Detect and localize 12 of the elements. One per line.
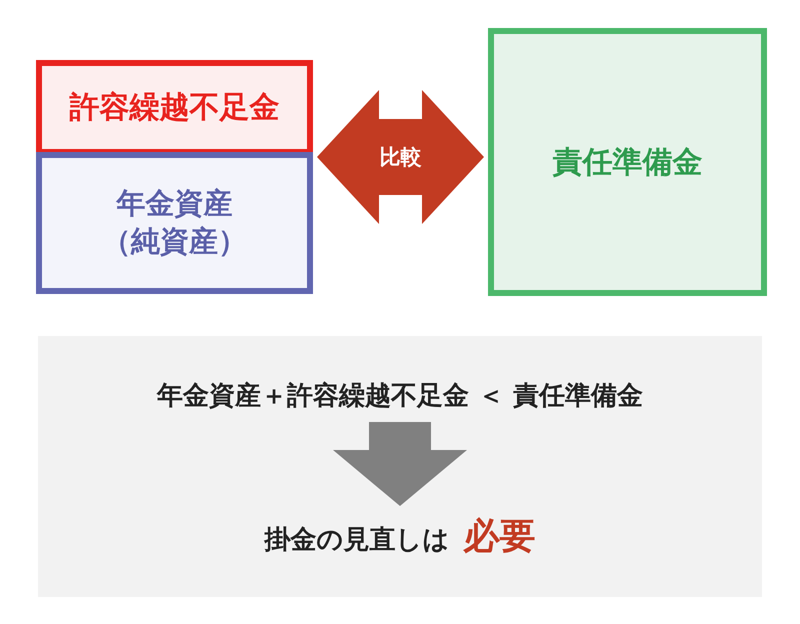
box-label: 掛金の見直しは: [264, 524, 450, 557]
reserve-box: [488, 28, 767, 296]
box-label: 許容繰越不足金: [70, 89, 280, 127]
box-label: 責任準備金: [552, 144, 702, 182]
emphasis-text: 必要: [464, 514, 536, 559]
box-label: 年金資産（純資産）: [101, 185, 248, 260]
panel-background: [38, 336, 762, 597]
asset-box: [36, 152, 313, 294]
box-label: 年金資産＋許容繰越不足金 ＜ 責任準備金: [156, 380, 644, 414]
double-arrow: [317, 90, 484, 224]
deficit-box: [36, 60, 313, 155]
edge-label: 比較: [380, 144, 422, 171]
